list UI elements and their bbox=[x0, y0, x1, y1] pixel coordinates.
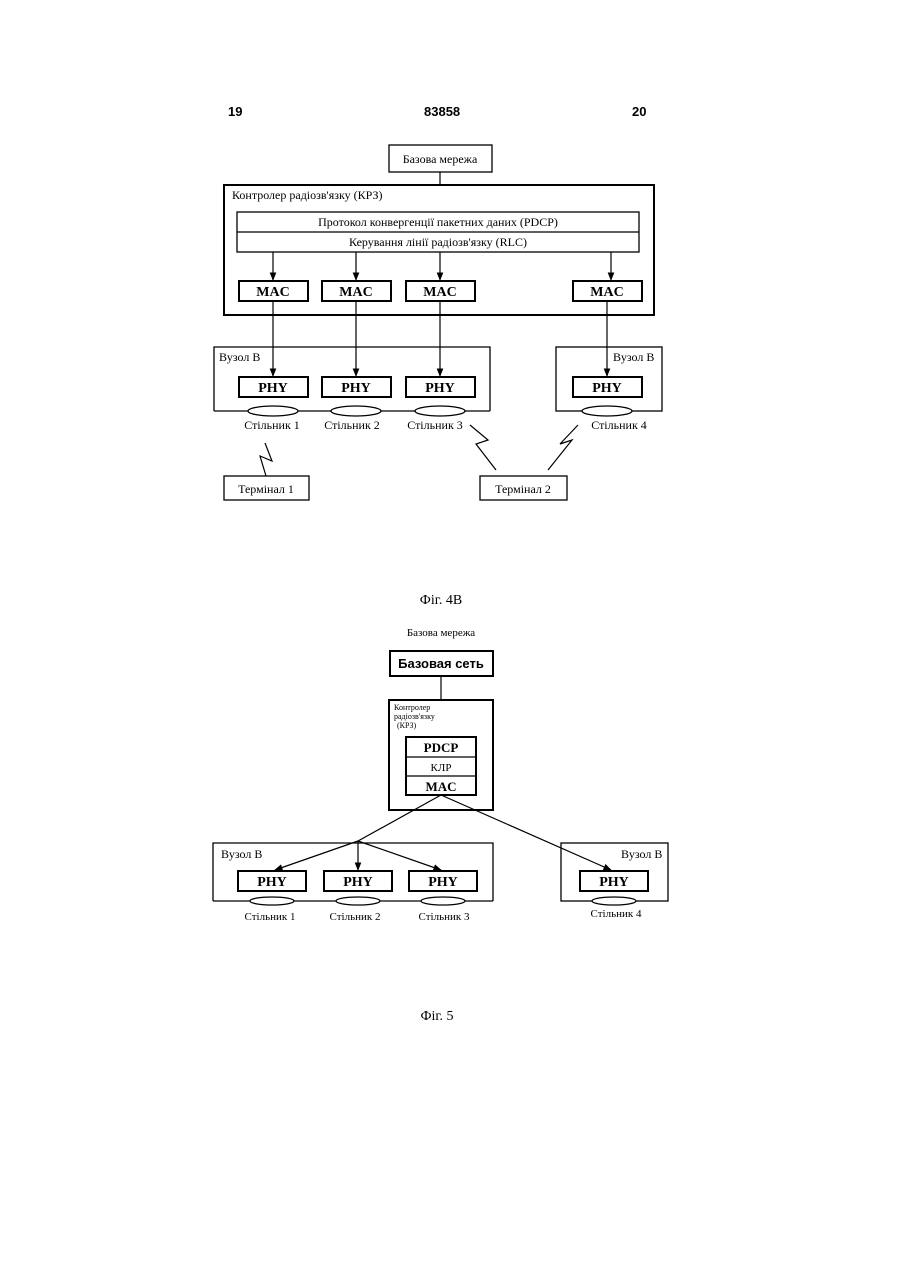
figure-5-caption: Фіг. 5 bbox=[420, 1009, 453, 1024]
cell-antenna-1 bbox=[248, 406, 298, 416]
cell-label-4: Стільник 4 bbox=[591, 418, 647, 432]
rnc-label-line3: (КРЗ) bbox=[397, 721, 417, 730]
phy-label-3: PHY bbox=[428, 875, 458, 890]
terminal-2-label: Термінал 2 bbox=[495, 482, 551, 496]
phy-label-3: PHY bbox=[425, 381, 455, 396]
cell-antenna-4 bbox=[592, 897, 636, 905]
radio-link-icon-2 bbox=[470, 425, 496, 470]
figure-5: Базова мережа Базовая сеть Контролер рад… bbox=[213, 627, 668, 1024]
cell-antenna-2 bbox=[336, 897, 380, 905]
mac-label-2: MAC bbox=[339, 285, 372, 300]
cell-label-4: Стільник 4 bbox=[591, 908, 642, 920]
terminal-1-label: Термінал 1 bbox=[238, 482, 294, 496]
rnc-label-line2: радіозв'язку bbox=[394, 712, 435, 721]
rlc-layer: Керування лінії радіозв'язку (RLC) bbox=[349, 235, 527, 249]
phy-label-4: PHY bbox=[592, 381, 622, 396]
cell-label-2: Стільник 2 bbox=[330, 911, 381, 923]
node-b-right-label: Вузол В bbox=[613, 350, 654, 364]
cell-label-3: Стільник 3 bbox=[407, 418, 463, 432]
rnc-label: Контролер радіозв'язку (КРЗ) bbox=[232, 188, 382, 202]
core-network-label: Базова мережа bbox=[403, 152, 478, 166]
core-network-box-label: Базовая сеть bbox=[398, 656, 484, 671]
cell-label-1: Стільник 1 bbox=[245, 911, 296, 923]
radio-link-icon-3 bbox=[548, 425, 578, 470]
cell-antenna-4 bbox=[582, 406, 632, 416]
mac-to-phy4-arrow bbox=[441, 795, 611, 870]
cell-antenna-2 bbox=[331, 406, 381, 416]
phy-label-1: PHY bbox=[257, 875, 287, 890]
mac-layer: MAC bbox=[425, 779, 456, 794]
figure-4b-caption: Фіг. 4В bbox=[420, 593, 462, 608]
mac-label-4: MAC bbox=[590, 285, 623, 300]
rnc-label-line1: Контролер bbox=[394, 703, 430, 712]
cell-antenna-3 bbox=[421, 897, 465, 905]
radio-link-icon-1 bbox=[260, 443, 272, 476]
phy-label-4: PHY bbox=[599, 875, 629, 890]
cell-antenna-1 bbox=[250, 897, 294, 905]
branch-to-phy3-arrow bbox=[358, 841, 441, 870]
phy-label-1: PHY bbox=[258, 381, 288, 396]
rlc-layer: КЛР bbox=[431, 762, 452, 774]
mac-label-1: MAC bbox=[256, 285, 289, 300]
pdcp-layer: PDCP bbox=[424, 740, 459, 755]
cell-label-2: Стільник 2 bbox=[324, 418, 380, 432]
node-b-left-label: Вузол В bbox=[221, 847, 262, 861]
phy-label-2: PHY bbox=[343, 875, 373, 890]
mac-label-3: MAC bbox=[423, 285, 456, 300]
node-b-left-label: Вузол В bbox=[219, 350, 260, 364]
cell-label-1: Стільник 1 bbox=[244, 418, 300, 432]
node-b-right-label: Вузол В bbox=[621, 847, 662, 861]
phy-label-2: PHY bbox=[341, 381, 371, 396]
figure-4b: Базова мережа Контролер радіозв'язку (КР… bbox=[214, 145, 662, 608]
core-network-title: Базова мережа bbox=[407, 627, 475, 639]
cell-antenna-3 bbox=[415, 406, 465, 416]
cell-label-3: Стільник 3 bbox=[419, 911, 470, 923]
pdcp-layer: Протокол конвергенції пакетних даних (PD… bbox=[318, 215, 558, 229]
branch-to-phy1-arrow bbox=[275, 841, 358, 870]
